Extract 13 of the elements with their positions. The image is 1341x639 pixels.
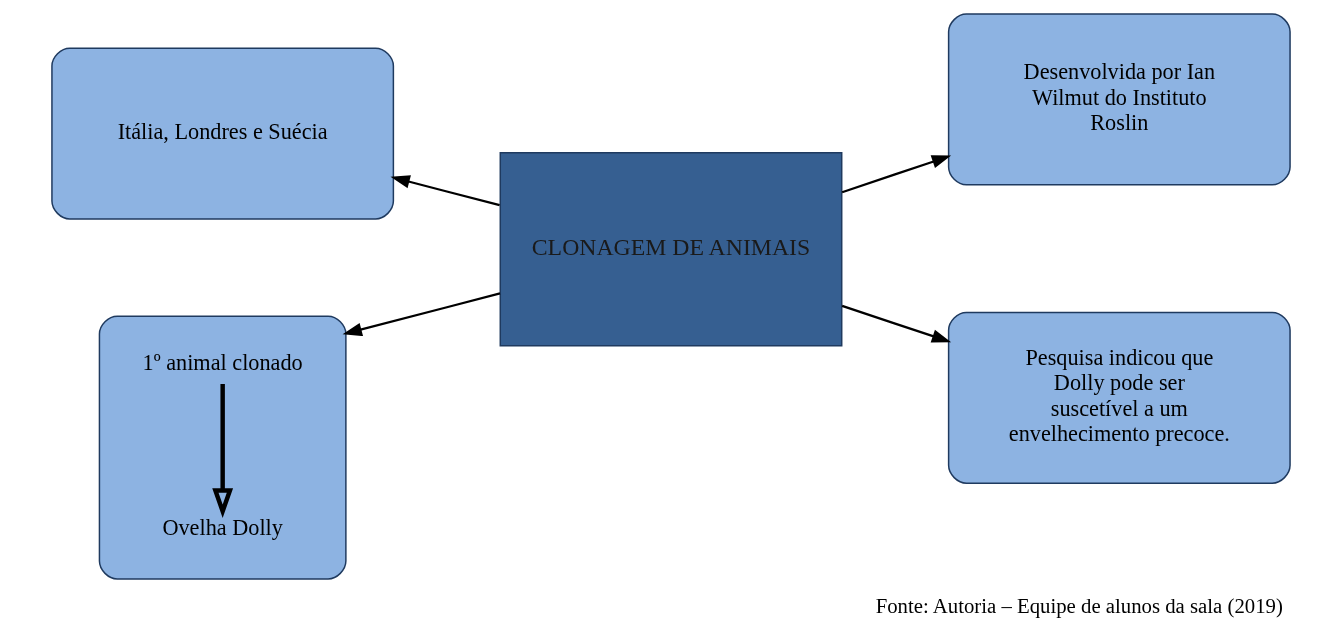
arrow <box>390 175 500 207</box>
arrow <box>841 304 951 343</box>
arrow <box>342 292 500 337</box>
node-box: Desenvolvida por Ian Wilmut do Instituto Roslin <box>947 13 1291 186</box>
cluster <box>98 315 347 580</box>
node-text: 1º animal clonado <box>142 350 303 376</box>
node-box: Pesquisa indicou que Dolly pode ser suscetível a um envelhecimento precoce. <box>947 311 1291 484</box>
arrow <box>841 155 951 194</box>
caption: Fonte: Autoria – Equipe de alunos da sala (2019) <box>875 594 1283 618</box>
node-text: Ovelha Dolly <box>161 515 283 541</box>
node-box: CLONAGEM DE ANIMAIS <box>499 152 842 347</box>
arrow <box>211 384 233 518</box>
node-box: Itália, Londres e Suécia <box>50 47 394 220</box>
